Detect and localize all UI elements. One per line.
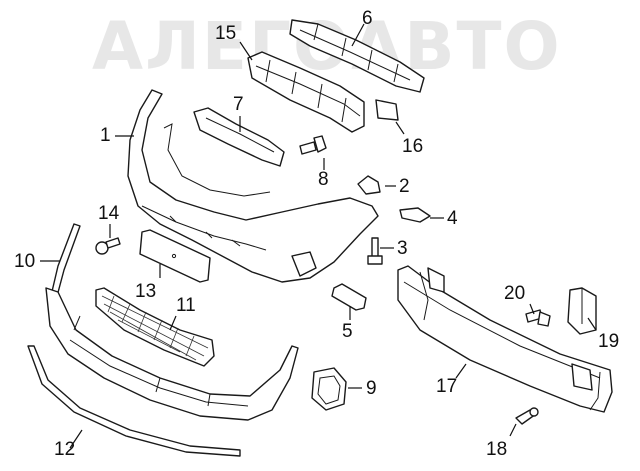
part-7-upper-grille: [193, 107, 285, 167]
callout-13: 13: [135, 281, 157, 302]
part-5-bracket: [331, 283, 367, 311]
callout-7: 7: [233, 94, 244, 115]
callout-2: 2: [399, 176, 410, 197]
part-lower-cover: [45, 287, 299, 421]
callout-18: 18: [486, 439, 508, 460]
part-17-reinforcement-beam: [397, 265, 613, 413]
part-6-upper-absorber: [289, 19, 425, 93]
callout-9: 9: [366, 378, 377, 399]
part-11-lower-grille: [95, 287, 215, 367]
callout-3: 3: [397, 238, 408, 259]
callout-8: 8: [318, 169, 329, 190]
part-19-bracket: [567, 287, 597, 335]
part-16-clip: [375, 99, 399, 121]
part-4-clip: [399, 207, 431, 223]
callout-19: 19: [598, 331, 620, 352]
callout-6: 6: [362, 8, 373, 29]
part-10-side-molding: [49, 223, 81, 301]
callout-10: 10: [14, 251, 36, 272]
callout-12: 12: [54, 439, 76, 460]
part-9-fog-bezel: [311, 367, 347, 411]
callout-17: 17: [436, 376, 458, 397]
callout-20: 20: [504, 283, 526, 304]
part-3-bolt: [367, 237, 383, 265]
callout-16: 16: [402, 136, 424, 157]
part-1-bumper-cover: [127, 89, 379, 283]
part-2-bracket: [357, 175, 381, 195]
callout-15: 15: [215, 23, 237, 44]
callout-11: 11: [176, 295, 196, 316]
callout-1: 1: [100, 125, 111, 146]
part-18-bolt: [515, 407, 539, 425]
part-20-bolt: [525, 309, 551, 327]
leader-lines: [40, 23, 597, 449]
callout-5: 5: [342, 321, 353, 342]
part-12-lip-strip: [27, 345, 241, 457]
part-8-bolt: [299, 135, 327, 155]
part-15-bracket: [247, 51, 365, 133]
callout-4: 4: [447, 208, 458, 229]
callout-14: 14: [98, 203, 120, 224]
part-14-fastener: [95, 237, 121, 255]
part-13-license-bracket: [139, 229, 211, 283]
